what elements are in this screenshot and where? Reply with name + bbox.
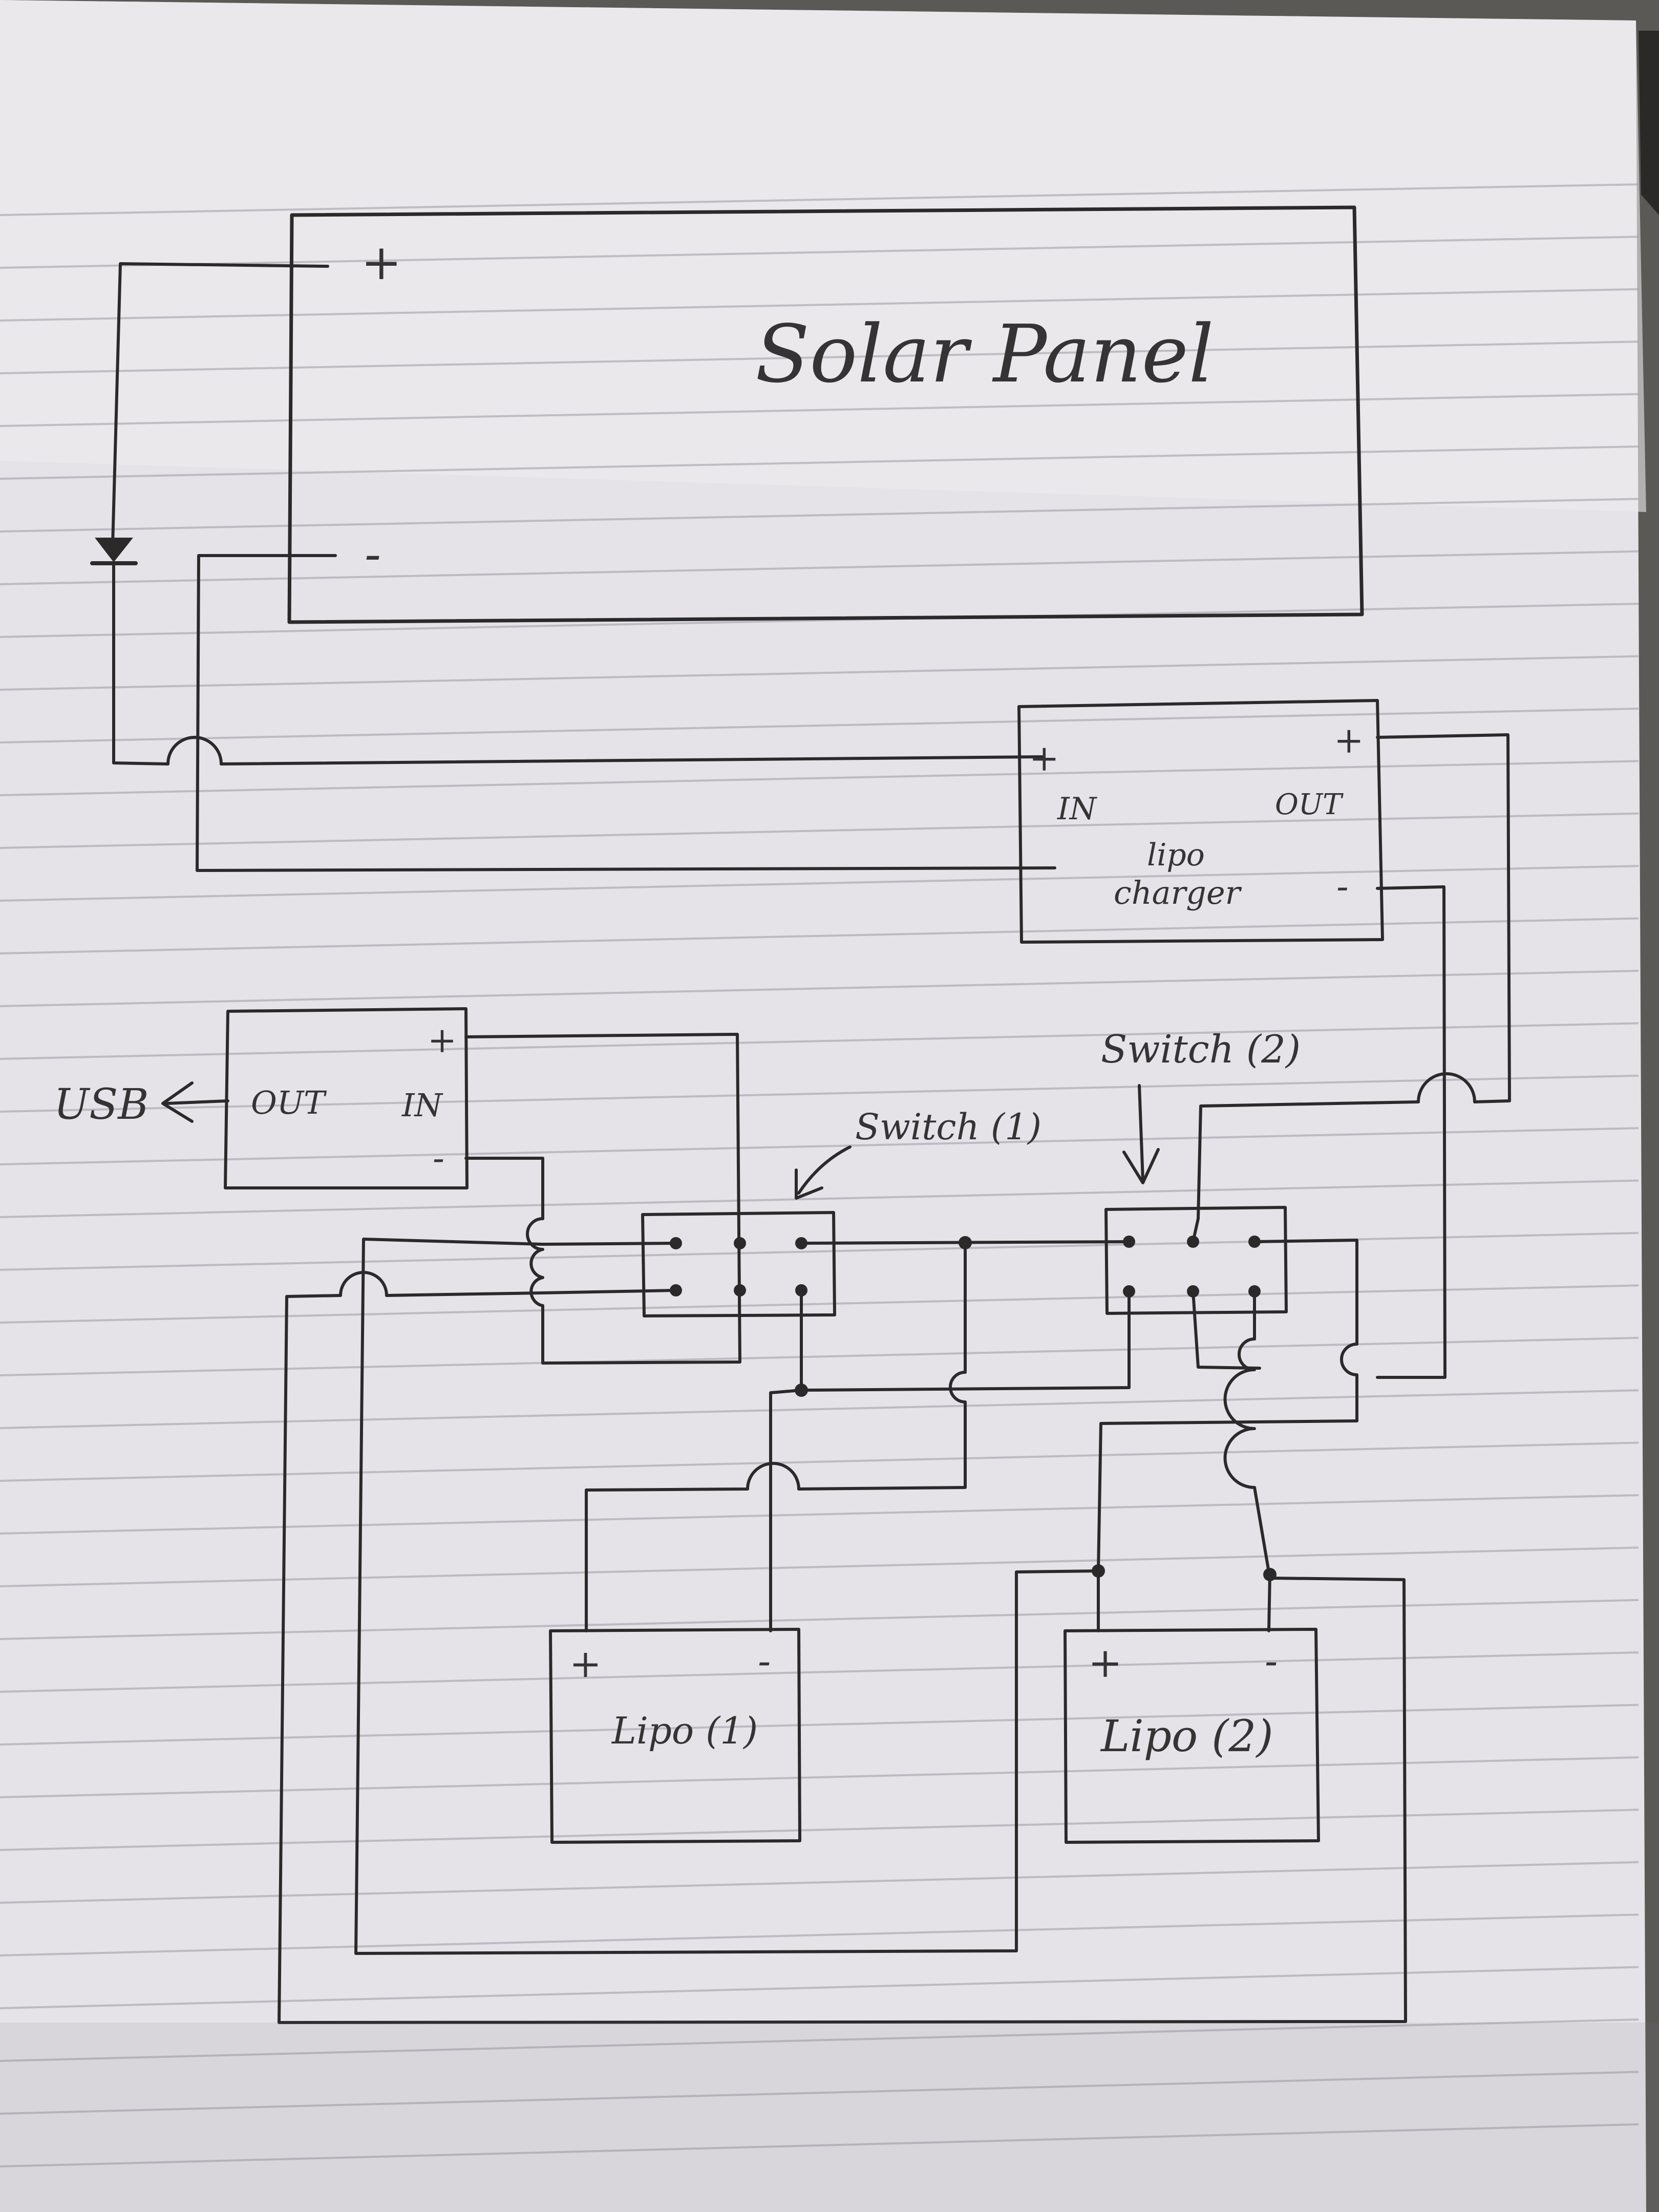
ruled-line [0, 1232, 1639, 1271]
battery-2-plus-label: + [1088, 1639, 1122, 1687]
battery-1: + - Lipo (1) [549, 1628, 801, 1844]
battery-1-minus-label: - [758, 1639, 771, 1684]
ruled-line [0, 812, 1639, 849]
usb-label: USB [54, 1080, 149, 1129]
ruled-line [0, 1336, 1639, 1376]
switch-2-label: Switch (2) [1101, 1027, 1301, 1072]
ruled-line [0, 1704, 1639, 1746]
ruled-line [0, 498, 1639, 533]
solar-wiring [90, 262, 1056, 872]
ruled-line [0, 1756, 1639, 1798]
shadow-overlay [0, 2023, 1659, 2212]
ruled-line [0, 288, 1639, 322]
ruled-line [0, 1284, 1639, 1324]
charger-out-label: OUT [1275, 788, 1344, 821]
charger-minus-out-label: - [1336, 865, 1349, 907]
booster-plus-label: + [428, 1020, 457, 1061]
switch-2-arrow-icon [1122, 1084, 1160, 1184]
ruled-line [0, 183, 1639, 216]
battery-2-label: Lipo (2) [1100, 1711, 1273, 1762]
ruled-line [0, 445, 1639, 480]
ruled-line [0, 1127, 1639, 1165]
ruled-line [0, 341, 1639, 374]
charger-name-line2: charger [1114, 874, 1242, 911]
switch-wiring [278, 1217, 1407, 2024]
ruled-line [0, 603, 1639, 638]
ruled-lines [0, 183, 1639, 2167]
ruled-line [0, 1546, 1639, 1587]
ruled-line [0, 1861, 1639, 1904]
switch-1-label: Switch (1) [855, 1106, 1041, 1148]
switch-1: Switch (1) [641, 1106, 1041, 1317]
usb-boost-module: USB OUT IN + - [54, 1007, 469, 1189]
battery-2: + - Lipo (2) [1064, 1628, 1320, 1844]
lipo-charger: + IN + OUT - lipo charger [1017, 699, 1384, 944]
solar-panel-title: Solar Panel [755, 308, 1214, 400]
charger-plus-in-label: + [1029, 737, 1059, 779]
solar-minus-label: - [365, 526, 381, 583]
ruled-line [0, 1022, 1639, 1060]
ruled-line [0, 2018, 1639, 2062]
charger-output-wiring [1197, 733, 1511, 1379]
booster-out-label: OUT [251, 1084, 327, 1121]
booster-in-label: IN [401, 1087, 443, 1124]
ruled-line [0, 1074, 1639, 1113]
ruled-line [0, 2123, 1639, 2167]
ruled-line [0, 708, 1639, 743]
booster-minus-label: - [433, 1138, 444, 1179]
ruled-line [0, 1494, 1639, 1535]
battery-2-minus-label: - [1265, 1639, 1278, 1684]
charger-plus-out-label: + [1334, 719, 1364, 761]
ruled-line [0, 1441, 1639, 1482]
switch-1-arrow-icon [795, 1145, 852, 1200]
ruled-line [0, 917, 1639, 954]
ruled-line [0, 2071, 1639, 2115]
usb-arrow-icon [161, 1081, 229, 1123]
battery-1-label: Lipo (1) [611, 1709, 758, 1752]
ruled-line [0, 970, 1639, 1007]
charger-in-label: IN [1057, 791, 1098, 827]
ruled-line [0, 760, 1639, 796]
ruled-line [0, 865, 1639, 902]
ruled-line [0, 1651, 1639, 1693]
solar-panel: Solar Panel + - [287, 205, 1364, 624]
solar-plus-label: + [361, 235, 402, 291]
ruled-line [0, 1389, 1639, 1429]
ruled-line [0, 1809, 1639, 1851]
ruled-line [0, 1913, 1639, 1956]
ruled-line [0, 550, 1639, 585]
ruled-line [0, 655, 1639, 691]
ruled-line [0, 1599, 1639, 1640]
ruled-line [0, 236, 1639, 269]
battery-1-plus-label: + [569, 1641, 602, 1686]
ruled-line [0, 1179, 1639, 1218]
ruled-line [0, 393, 1639, 427]
ruled-line [0, 1966, 1639, 2009]
charger-name-line1: lipo [1147, 837, 1205, 873]
